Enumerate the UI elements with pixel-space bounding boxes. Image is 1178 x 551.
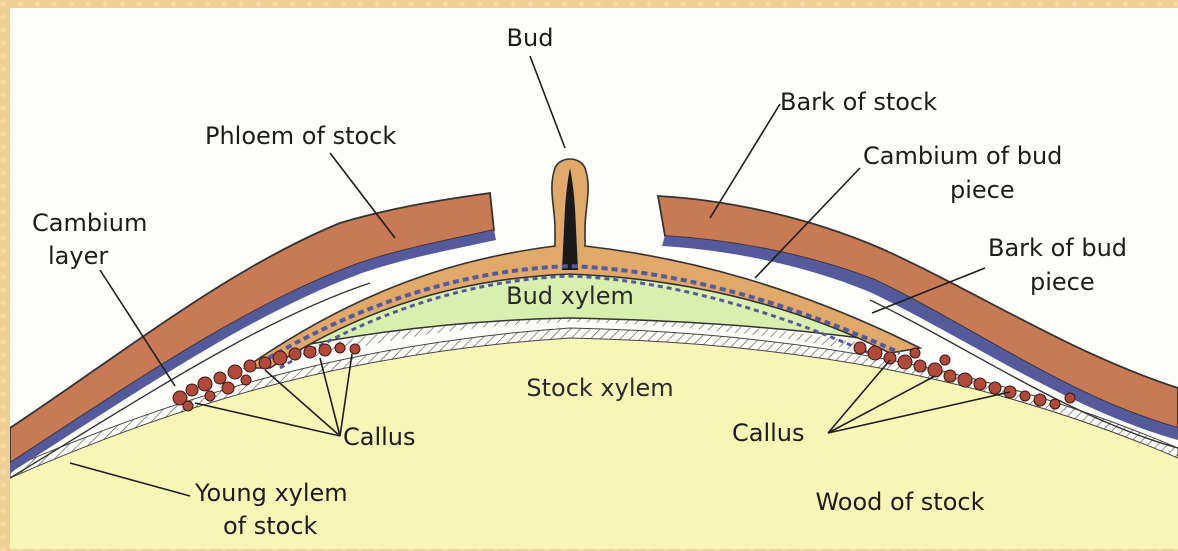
cambium-layer-label-2: layer — [48, 242, 108, 270]
wood-of-stock-label: Wood of stock — [815, 488, 984, 516]
young-xylem-label-2: of stock — [223, 512, 318, 540]
bark-of-bud-piece-label-2: piece — [1030, 268, 1095, 296]
phloem-of-stock-label: Phloem of stock — [205, 122, 396, 150]
stock-xylem-label: Stock xylem — [526, 374, 673, 402]
callus-left-label: Callus — [343, 423, 416, 451]
bark-of-bud-piece-label-1: Bark of bud — [988, 234, 1127, 262]
bud-label: Bud — [507, 24, 554, 52]
bark-of-stock-leader — [710, 104, 780, 218]
young-xylem-label-1: Young xylem — [194, 479, 348, 507]
callus-right-label: Callus — [732, 419, 805, 447]
bud-grafting-diagram: Bud xylem Stock xylem Wood of stock Bud … — [10, 8, 1178, 549]
bark-of-stock-label: Bark of stock — [780, 88, 937, 116]
cambium-of-bud-piece-label-1: Cambium of bud — [863, 142, 1062, 170]
cambium-layer-label-1: Cambium — [32, 209, 147, 237]
bud-leader — [530, 56, 565, 148]
bud-xylem-label: Bud xylem — [506, 282, 634, 310]
wood-of-stock-region — [10, 338, 1178, 549]
cambium-of-bud-piece-label-2: piece — [950, 176, 1015, 204]
